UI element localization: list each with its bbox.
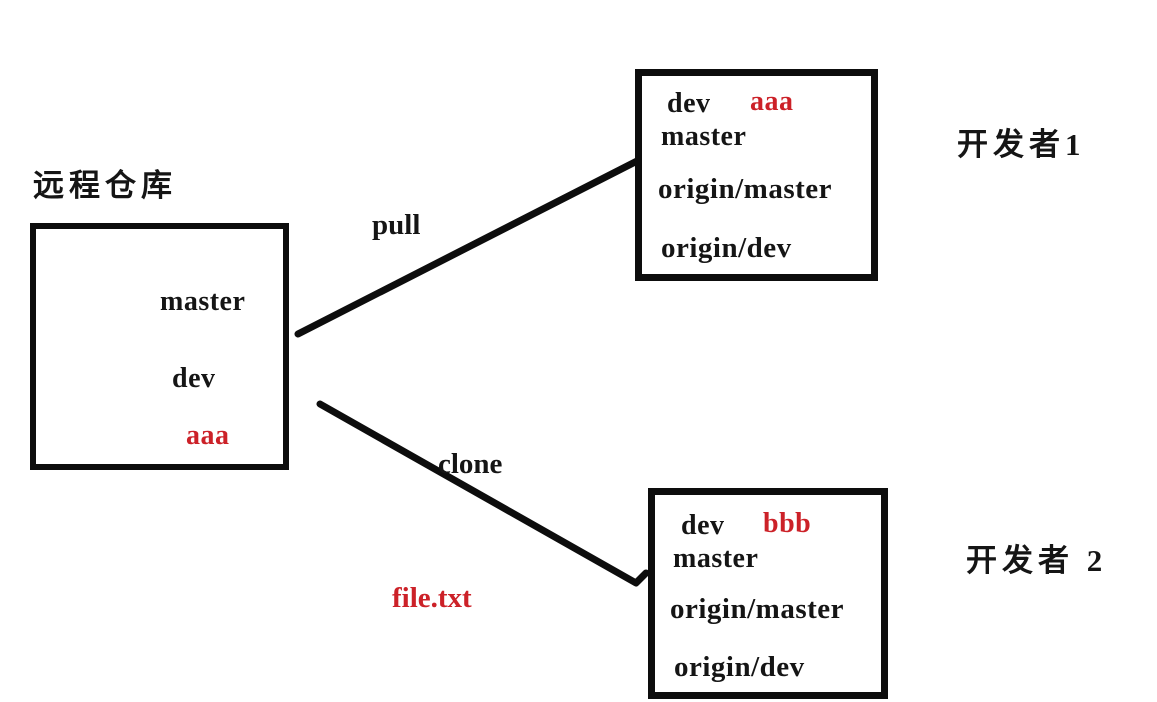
- clone-label: clone: [438, 448, 503, 480]
- remote-repo-box: master dev aaa: [30, 223, 289, 470]
- dev2-ref-origin-dev: origin/dev: [674, 651, 805, 683]
- dev1-commit-aaa: aaa: [750, 86, 794, 117]
- file-txt-label: file.txt: [392, 582, 472, 614]
- remote-branch-master: master: [160, 286, 246, 317]
- remote-repo-title: 远程仓库: [33, 168, 177, 203]
- dev2-branch-master: master: [673, 543, 759, 574]
- dev1-ref-origin-master: origin/master: [658, 173, 833, 205]
- dev1-branch-dev: dev: [667, 88, 711, 119]
- dev2-ref-origin-master: origin/master: [670, 593, 845, 625]
- pull-label: pull: [372, 209, 421, 241]
- remote-branch-dev: dev: [172, 363, 216, 394]
- clone-line: [316, 400, 650, 587]
- developer2-caption: 开发者 2: [966, 543, 1108, 578]
- remote-commit-aaa: aaa: [186, 420, 230, 451]
- dev1-ref-origin-dev: origin/dev: [661, 232, 792, 264]
- dev2-commit-bbb: bbb: [763, 508, 812, 539]
- dev2-branch-dev: dev: [681, 510, 725, 541]
- dev1-branch-master: master: [661, 121, 747, 152]
- developer1-caption: 开发者1: [957, 127, 1086, 162]
- pull-line: [294, 157, 641, 338]
- developer2-box: dev bbb master origin/master origin/dev: [648, 488, 888, 699]
- developer1-box: dev aaa master origin/master origin/dev: [635, 69, 878, 281]
